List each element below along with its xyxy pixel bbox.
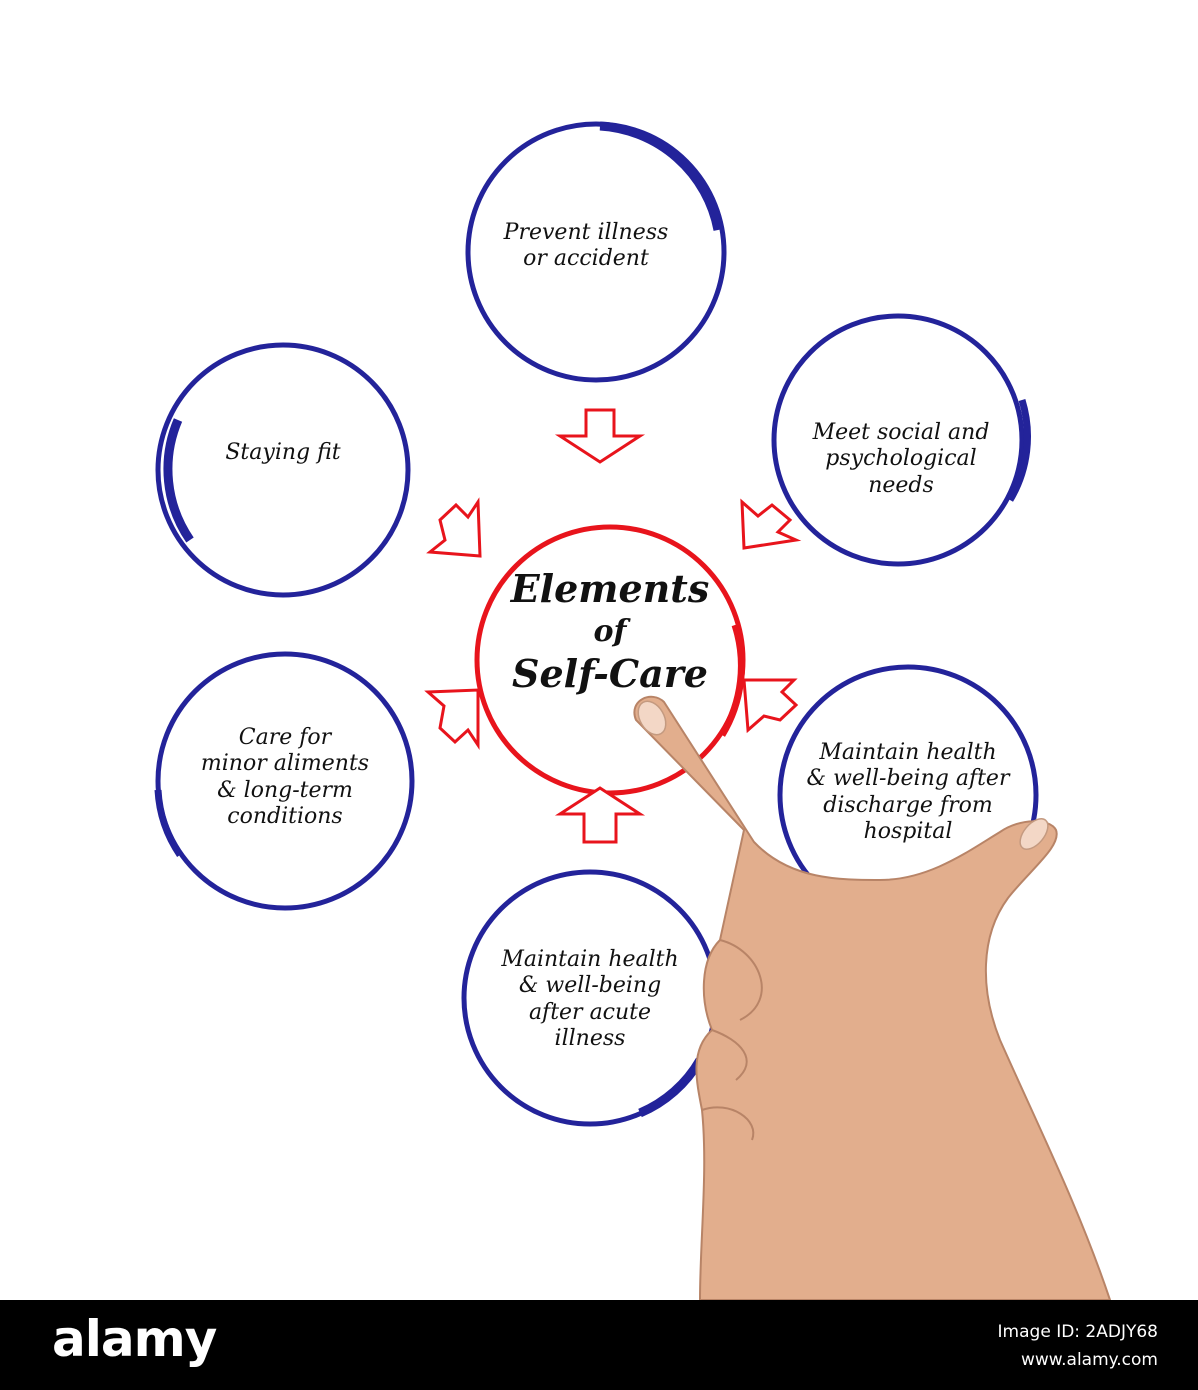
node-label-line: & well-being xyxy=(518,973,662,999)
node-label-line: Prevent illness xyxy=(503,220,669,245)
node-label-bottom: Maintain health & well-being after acute… xyxy=(460,947,720,1053)
node-circle-bottom-left xyxy=(155,651,415,911)
node-label-line: discharge from xyxy=(823,792,993,818)
watermark-footer: alamy Image ID: 2ADJY68 www.alamy.com xyxy=(0,1300,1198,1390)
node-label-line: conditions xyxy=(227,804,343,830)
node-label-line: needs xyxy=(868,472,934,498)
arrow-top-right xyxy=(740,498,802,550)
diagram-canvas xyxy=(154,121,1112,1300)
node-label-line: Maintain health xyxy=(819,740,997,765)
node-label-line: or accident xyxy=(523,246,649,272)
node-label-line: Maintain health xyxy=(501,947,679,972)
node-label-line: minor aliments xyxy=(200,751,370,777)
arrow-top xyxy=(554,408,646,464)
node-label-line: & well-being after xyxy=(806,766,1010,792)
watermark-image-id: Image ID: 2ADJY68 xyxy=(997,1322,1158,1342)
node-label-line: Meet social and xyxy=(812,420,990,445)
watermark-site: www.alamy.com xyxy=(1020,1350,1158,1370)
node-label-bottom-left: Care for minor aliments & long-term cond… xyxy=(160,725,410,831)
node-circle-top xyxy=(465,121,727,383)
center-label-line: of xyxy=(593,613,627,649)
node-label-line: hospital xyxy=(863,819,953,845)
center-label-line: Elements xyxy=(510,566,710,611)
center-label: Elements of Self-Care xyxy=(480,565,740,698)
node-label-bottom-right: Maintain health & well-being after disch… xyxy=(773,740,1043,846)
center-label-line: Self-Care xyxy=(512,651,708,696)
node-label-line: Care for xyxy=(238,725,332,750)
node-label-top: Prevent illness or accident xyxy=(466,220,706,273)
watermark-brand: alamy xyxy=(52,1310,217,1368)
node-circle-bottom-left-accent xyxy=(154,789,183,857)
arrow-bottom-right xyxy=(742,678,799,734)
node-label-top-right: Meet social and psychological needs xyxy=(776,420,1026,499)
center-circle-accent xyxy=(719,623,745,737)
arrow-bottom xyxy=(554,786,646,844)
node-circle-top-right xyxy=(771,313,1025,567)
arrow-top-left xyxy=(426,497,482,558)
node-label-line: after acute xyxy=(528,999,652,1025)
node-circle-top-accent xyxy=(599,121,723,231)
node-circle-top-left xyxy=(155,342,411,598)
node-label-line: Staying fit xyxy=(225,440,341,465)
pointing-hand-illustration xyxy=(633,695,1112,1300)
node-circle-top-left-accent xyxy=(163,418,194,543)
node-label-line: psychological xyxy=(825,446,977,472)
node-label-top-left: Staying fit xyxy=(183,440,383,466)
arrow-bottom-left xyxy=(424,688,480,750)
node-label-line: & long-term xyxy=(217,777,353,803)
node-circle-bottom-accent xyxy=(638,1057,704,1118)
node-label-line: illness xyxy=(554,1026,626,1052)
node-circle-top-right-accent xyxy=(1006,398,1031,502)
